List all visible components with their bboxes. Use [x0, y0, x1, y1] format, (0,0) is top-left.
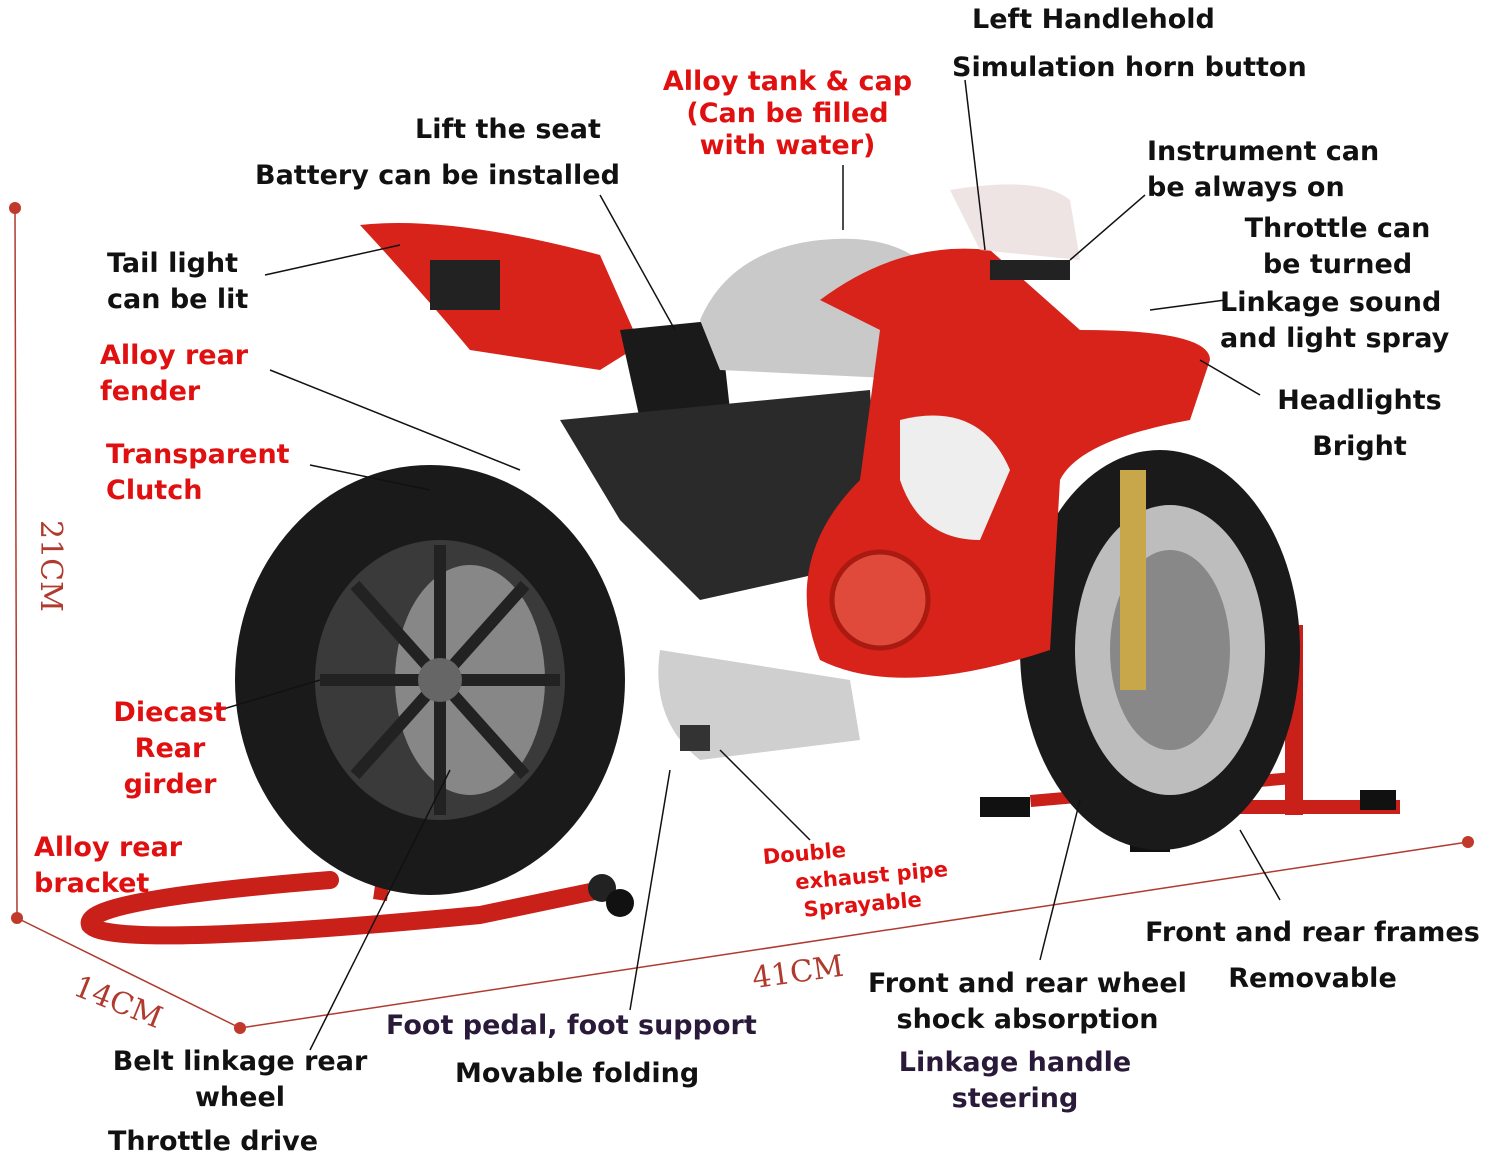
label-throttle-drive: Throttle drive: [108, 1126, 319, 1157]
label-linkage-sound: Linkage sound and light spray: [1220, 285, 1449, 357]
label-transparent-clutch: Transparent Clutch: [106, 437, 290, 509]
label-line: Removable: [1228, 963, 1397, 994]
label-line: Linkage handle: [898, 1047, 1132, 1078]
label-line: wheel: [194, 1082, 286, 1113]
label-line: Headlights: [1277, 385, 1442, 416]
label-line: Linkage sound: [1220, 287, 1442, 318]
label-line: Belt linkage rear: [112, 1046, 368, 1077]
label-front-rear-frames: Front and rear frames Removable: [1125, 910, 1500, 1002]
label-double-exhaust: Double exhaust pipe Sprayable: [762, 827, 952, 927]
label-line: can be lit: [107, 284, 249, 315]
label-tail-light: Tail light can be lit: [107, 246, 248, 318]
label-line: Throttle can: [1244, 213, 1431, 244]
label-foot-pedal: Foot pedal, foot support: [386, 1010, 757, 1041]
label-horn-button: Simulation horn button: [952, 52, 1307, 83]
label-lift-seat: Lift the seat: [415, 114, 601, 145]
label-throttle-turned: Throttle can be turned: [1225, 211, 1450, 283]
rear-wheel: [235, 465, 625, 895]
label-belt-linkage: Belt linkage rear wheel: [95, 1044, 385, 1116]
label-movable-folding: Movable folding: [455, 1058, 700, 1089]
label-line: Front and rear frames: [1145, 917, 1480, 948]
front-wheel: [1020, 450, 1300, 850]
label-left-handlehold: Left Handlehold: [972, 4, 1215, 35]
label-line: girder: [123, 769, 217, 800]
dimension-lines: [9, 202, 1474, 1034]
label-line: Bright: [1312, 431, 1407, 462]
label-line: be always on: [1147, 172, 1345, 203]
label-line: fender: [100, 376, 201, 407]
label-line: shock absorption: [896, 1004, 1159, 1035]
label-line: Tail light: [107, 248, 239, 279]
label-line: steering: [951, 1083, 1079, 1114]
label-line: Clutch: [106, 475, 203, 506]
label-line: with water): [699, 130, 876, 161]
label-line: be turned: [1262, 249, 1413, 280]
label-line: Transparent: [106, 439, 290, 470]
label-line: Alloy rear: [34, 832, 183, 863]
label-alloy-tank: Alloy tank & cap (Can be filled with wat…: [645, 64, 930, 164]
dimension-height: 21CM: [33, 520, 68, 612]
label-line: Instrument can: [1147, 136, 1380, 167]
bike-body: [360, 184, 1210, 760]
label-line: (Can be filled: [686, 98, 889, 129]
label-line: bracket: [34, 868, 150, 899]
label-instrument: Instrument can be always on: [1147, 134, 1379, 206]
label-line: Diecast: [113, 697, 227, 728]
label-line: Alloy tank & cap: [662, 66, 913, 97]
label-diecast-girder: Diecast Rear girder: [95, 695, 245, 803]
label-line: and light spray: [1220, 323, 1450, 354]
label-line: Alloy rear: [100, 340, 249, 371]
label-line: Rear: [134, 733, 206, 764]
label-shock-absorption: Front and rear wheel shock absorption: [855, 966, 1200, 1038]
label-line: Front and rear wheel: [868, 968, 1187, 999]
label-battery: Battery can be installed: [255, 160, 620, 191]
leader-lines: [219, 79, 1281, 1051]
label-alloy-rear-bracket: Alloy rear bracket: [34, 830, 182, 902]
label-alloy-rear-fender: Alloy rear fender: [100, 338, 248, 410]
label-headlights: Headlights Bright: [1262, 378, 1457, 470]
label-linkage-handle: Linkage handle steering: [880, 1045, 1150, 1117]
